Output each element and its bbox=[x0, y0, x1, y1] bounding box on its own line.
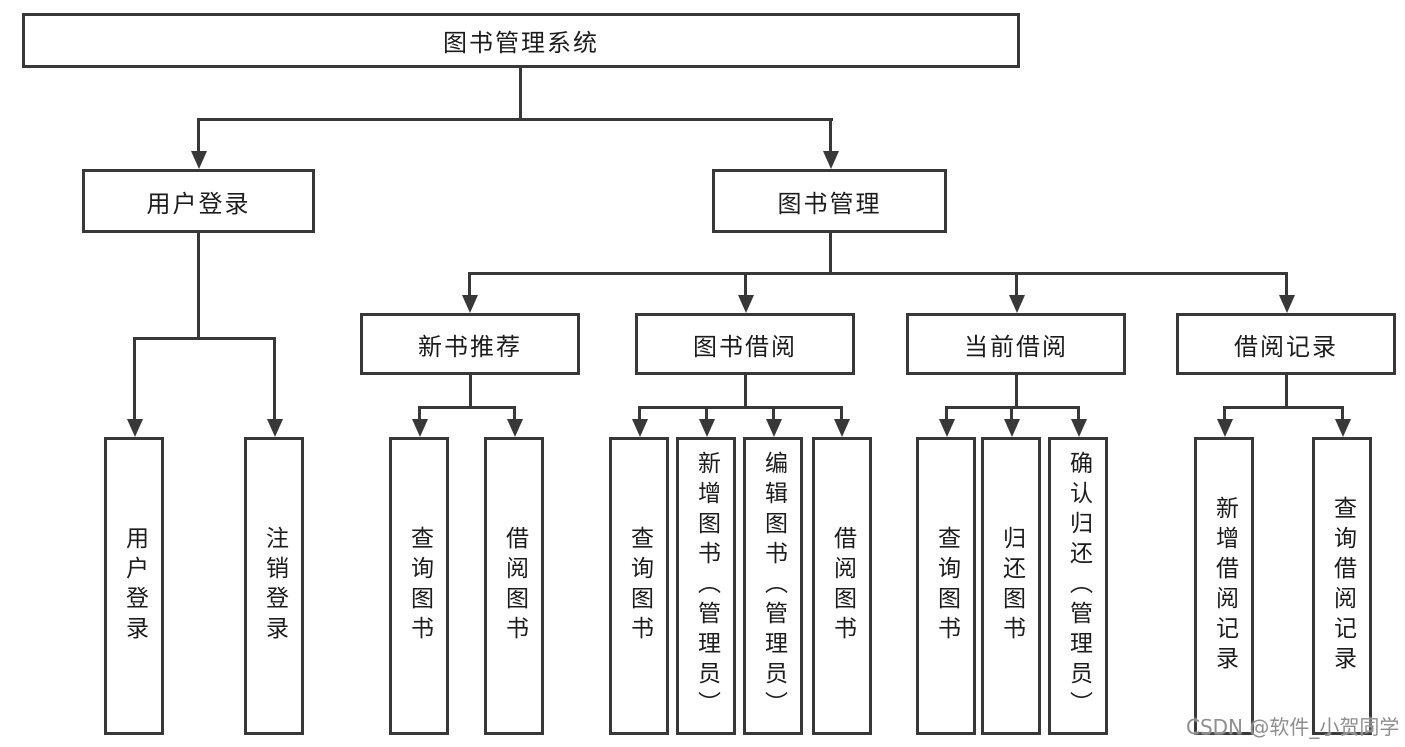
connector-branch-user-login bbox=[133, 337, 276, 340]
leaf-logout: 注销登录 bbox=[244, 437, 304, 735]
arrow-down-icon bbox=[1334, 409, 1351, 437]
node-book-borrowing: 图书借阅 bbox=[635, 313, 855, 375]
leaf-return-books: 归还图书 bbox=[981, 437, 1041, 735]
connector-branch-borrow-records bbox=[1223, 406, 1344, 409]
leaf-borrow-books: 借阅图书 bbox=[812, 437, 872, 735]
connector-branch-current-borrow bbox=[945, 406, 1080, 409]
leaf-query-borrow-record: 查询借阅记录 bbox=[1312, 437, 1372, 735]
arrow-down-icon bbox=[765, 409, 782, 437]
arrow-down-icon bbox=[698, 409, 715, 437]
arrow-down-icon bbox=[631, 409, 648, 437]
node-label: 图书借阅 bbox=[693, 332, 797, 361]
leaf-label: 编辑图书（管理员） bbox=[760, 451, 787, 721]
node-label: 新书推荐 bbox=[418, 332, 522, 361]
leaf-label: 借阅图书 bbox=[501, 526, 528, 646]
arrow-down-icon bbox=[737, 275, 754, 313]
csdn-watermark: CSDN @软件_小贺同学 bbox=[1186, 715, 1400, 739]
connector-stem-user-login bbox=[197, 233, 200, 337]
leaf-label: 查询图书 bbox=[933, 526, 960, 646]
leaf-label: 查询图书 bbox=[406, 526, 433, 646]
leaf-label: 借阅图书 bbox=[829, 526, 856, 646]
node-label: 图书管理系统 bbox=[443, 29, 599, 57]
leaf-label: 用户登录 bbox=[121, 526, 148, 646]
node-label: 借阅记录 bbox=[1234, 332, 1338, 361]
connector-stem-borrow-records bbox=[1285, 375, 1288, 409]
node-label: 图书管理 bbox=[777, 189, 882, 218]
leaf-user-login: 用户登录 bbox=[104, 437, 164, 735]
connector-branch-root bbox=[197, 118, 833, 121]
leaf-label: 新增借阅记录 bbox=[1211, 496, 1238, 676]
node-user-login: 用户登录 bbox=[82, 169, 315, 233]
arrow-down-icon bbox=[938, 409, 955, 437]
node-book-management: 图书管理 bbox=[712, 169, 947, 233]
leaf-query-books: 查询图书 bbox=[609, 437, 669, 735]
connector-stem-book-borrow bbox=[744, 375, 747, 409]
connector-branch-new-book bbox=[418, 406, 516, 409]
connector-stem-root bbox=[519, 68, 522, 121]
connector-stem-current-borrow bbox=[1015, 375, 1018, 409]
leaf-label: 归还图书 bbox=[998, 526, 1025, 646]
arrow-down-icon bbox=[822, 121, 839, 169]
arrow-down-icon bbox=[411, 409, 428, 437]
connector-branch-book-borrow bbox=[638, 406, 843, 409]
leaf-label: 查询借阅记录 bbox=[1329, 496, 1356, 676]
arrow-down-icon bbox=[506, 409, 523, 437]
arrow-down-icon bbox=[1216, 409, 1233, 437]
node-label: 当前借阅 bbox=[964, 332, 1068, 361]
arrow-down-icon bbox=[266, 340, 283, 437]
connector-branch-book-mgmt bbox=[468, 272, 1288, 275]
leaf-add-books-admin: 新增图书（管理员） bbox=[676, 437, 736, 735]
arrow-down-icon bbox=[1278, 275, 1295, 313]
leaf-query-books: 查询图书 bbox=[916, 437, 976, 735]
node-label: 用户登录 bbox=[146, 189, 251, 218]
arrow-down-icon bbox=[126, 340, 143, 437]
leaf-label: 查询图书 bbox=[626, 526, 653, 646]
connector-stem-new-book bbox=[469, 375, 472, 409]
arrow-down-icon bbox=[1008, 275, 1025, 313]
node-new-book-recommendation: 新书推荐 bbox=[360, 313, 580, 375]
leaf-query-books: 查询图书 bbox=[389, 437, 449, 735]
arrow-down-icon bbox=[461, 275, 478, 313]
leaf-borrow-books: 借阅图书 bbox=[484, 437, 544, 735]
node-current-borrowing: 当前借阅 bbox=[906, 313, 1126, 375]
node-borrowing-records: 借阅记录 bbox=[1176, 313, 1396, 375]
leaf-confirm-return-admin: 确认归还（管理员） bbox=[1048, 437, 1108, 735]
arrow-down-icon bbox=[833, 409, 850, 437]
node-library-management-system: 图书管理系统 bbox=[22, 13, 1020, 68]
arrow-down-icon bbox=[1003, 409, 1020, 437]
leaf-label: 确认归还（管理员） bbox=[1065, 451, 1092, 721]
leaf-add-borrow-record: 新增借阅记录 bbox=[1194, 437, 1254, 735]
leaf-edit-books-admin: 编辑图书（管理员） bbox=[743, 437, 803, 735]
arrow-down-icon bbox=[1070, 409, 1087, 437]
leaf-label: 新增图书（管理员） bbox=[693, 451, 720, 721]
arrow-down-icon bbox=[190, 121, 207, 169]
connector-stem-book-mgmt bbox=[829, 233, 832, 275]
leaf-label: 注销登录 bbox=[261, 526, 288, 646]
